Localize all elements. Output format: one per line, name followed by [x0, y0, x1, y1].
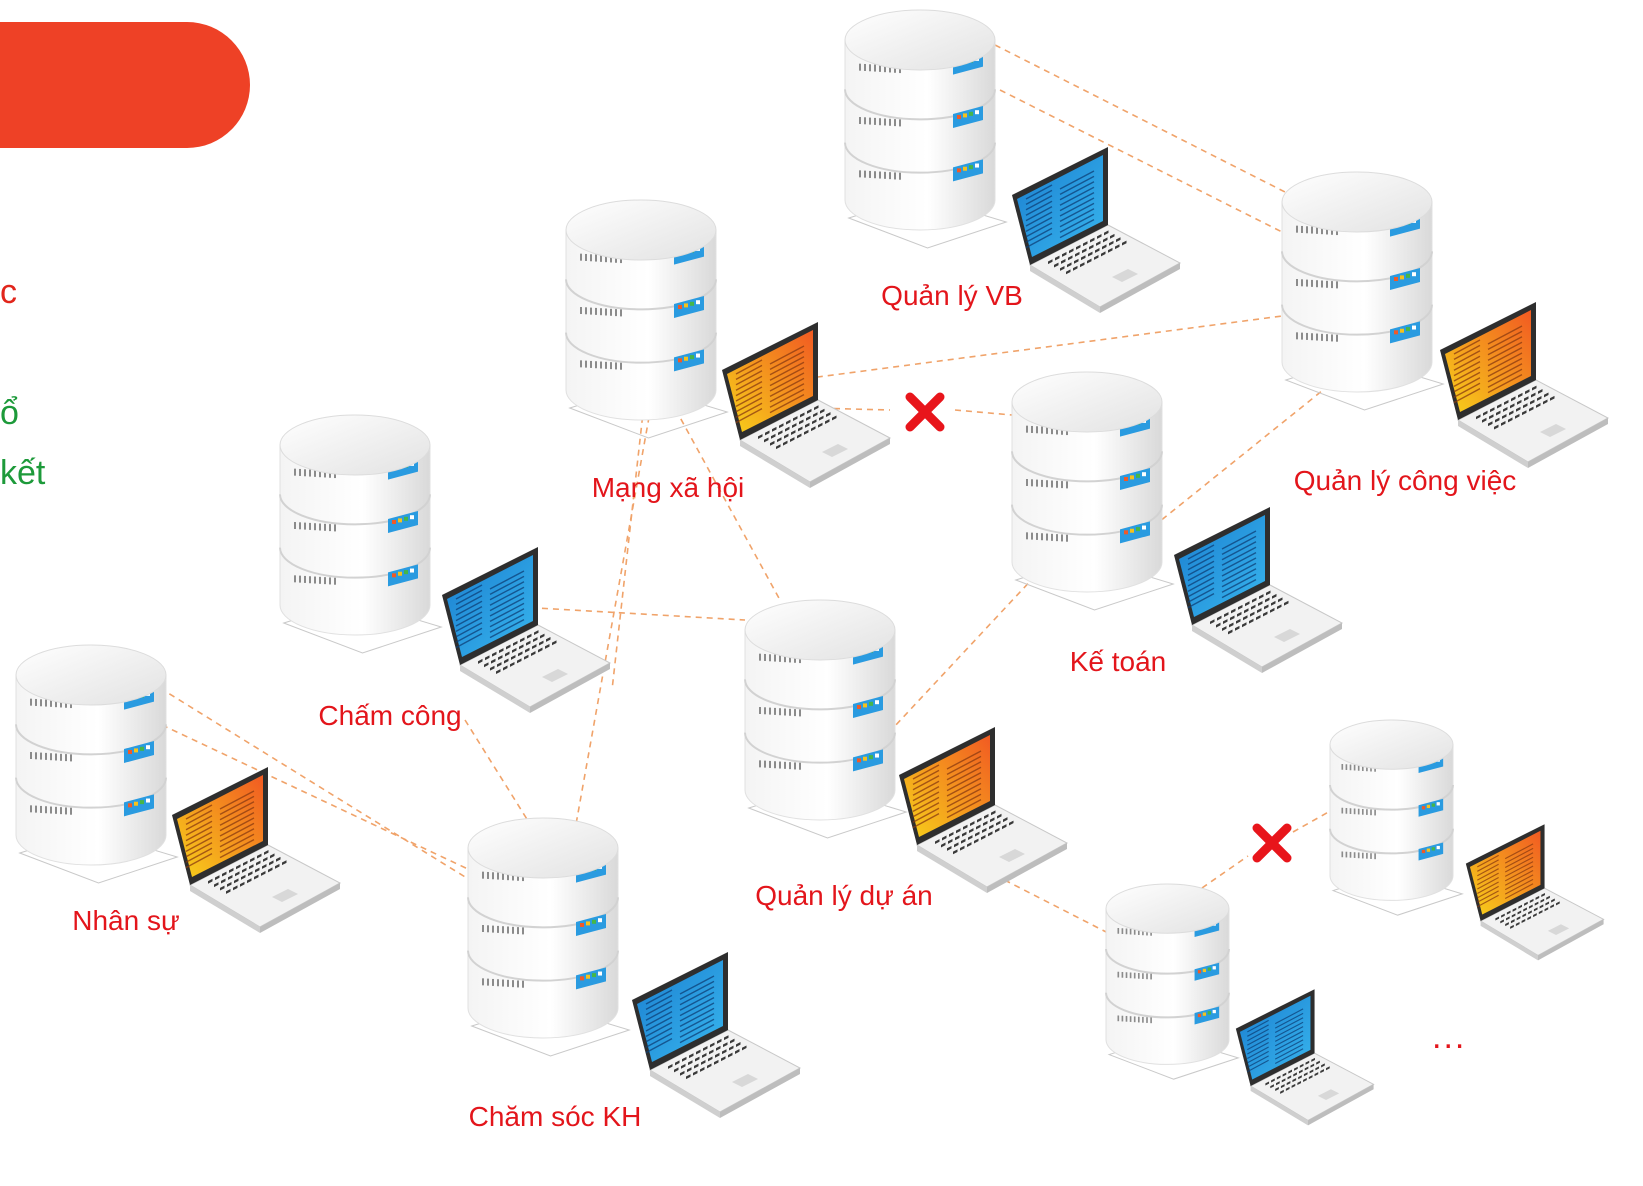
- connection-line: [664, 389, 781, 601]
- laptop-icon: [1012, 147, 1182, 313]
- connection-line: [161, 724, 471, 871]
- label-mang-xa-hoi: Mạng xã hội: [591, 472, 745, 503]
- label-quan-ly-vb: Quản lý VB: [881, 280, 1023, 311]
- laptop-icon: [442, 547, 612, 713]
- connection-line: [999, 89, 1283, 233]
- connection-line: [794, 315, 1283, 381]
- laptop-icon: [172, 767, 342, 933]
- server-icon: [1011, 371, 1175, 611]
- laptop-icon: [632, 952, 802, 1118]
- label-ke-toan: Kế toán: [1069, 646, 1167, 677]
- label-quan-ly-cong-viec: Quản lý công việc: [1293, 465, 1517, 496]
- side-text-green-1: ổ: [0, 394, 19, 432]
- connection-line: [159, 687, 471, 881]
- label-cham-cong: Chấm công: [318, 700, 462, 731]
- node-quan-ly-du-an: [744, 599, 1069, 893]
- laptop-icon: [1465, 824, 1605, 961]
- node-mang-xa-hoi: [565, 199, 892, 488]
- side-text-green-2: kết: [0, 454, 46, 492]
- label-quan-ly-du-an: Quản lý dự án: [755, 880, 933, 911]
- server-icon: [1281, 171, 1445, 411]
- node-cham-cong: [279, 414, 612, 713]
- node-unnamed-2: [1329, 719, 1605, 961]
- server-icon: [279, 414, 443, 654]
- server-icon: [467, 817, 631, 1057]
- laptop-icon: [722, 322, 892, 488]
- disconnect-x-icon: [905, 392, 945, 432]
- server-icon: [744, 599, 908, 839]
- laptop-icon: [1440, 302, 1610, 468]
- label-cham-soc-kh: Chăm sóc KH: [468, 1101, 642, 1132]
- orange-banner: [0, 22, 250, 148]
- connection-line: [994, 44, 1286, 193]
- more-ellipsis: ...: [1432, 1018, 1467, 1056]
- node-cham-soc-kh: [467, 817, 802, 1118]
- server-icon: [844, 9, 1008, 249]
- node-quan-ly-cong-viec: [1281, 171, 1610, 468]
- node-ke-toan: [1011, 371, 1344, 673]
- label-nhan-su: Nhân sự: [72, 905, 180, 936]
- connection-line: [954, 409, 1013, 416]
- connection-line: [519, 606, 746, 621]
- connection-line: [565, 394, 654, 881]
- laptop-icon: [899, 727, 1069, 893]
- server-icon: [1329, 719, 1464, 916]
- side-text-red: c: [0, 273, 17, 311]
- connection-line: [611, 394, 646, 691]
- connection-line: [1292, 809, 1333, 833]
- node-unnamed-1: [1105, 883, 1375, 1126]
- node-quan-ly-vb: [844, 9, 1182, 313]
- server-icon: [565, 199, 729, 439]
- server-icon: [15, 644, 179, 884]
- laptop-icon: [1174, 507, 1344, 673]
- server-icon: [1105, 883, 1240, 1080]
- laptop-icon: [1235, 989, 1375, 1126]
- connection-line: [1201, 855, 1249, 889]
- node-nhan-su: [15, 644, 342, 933]
- disconnect-x-icon: [1252, 823, 1292, 863]
